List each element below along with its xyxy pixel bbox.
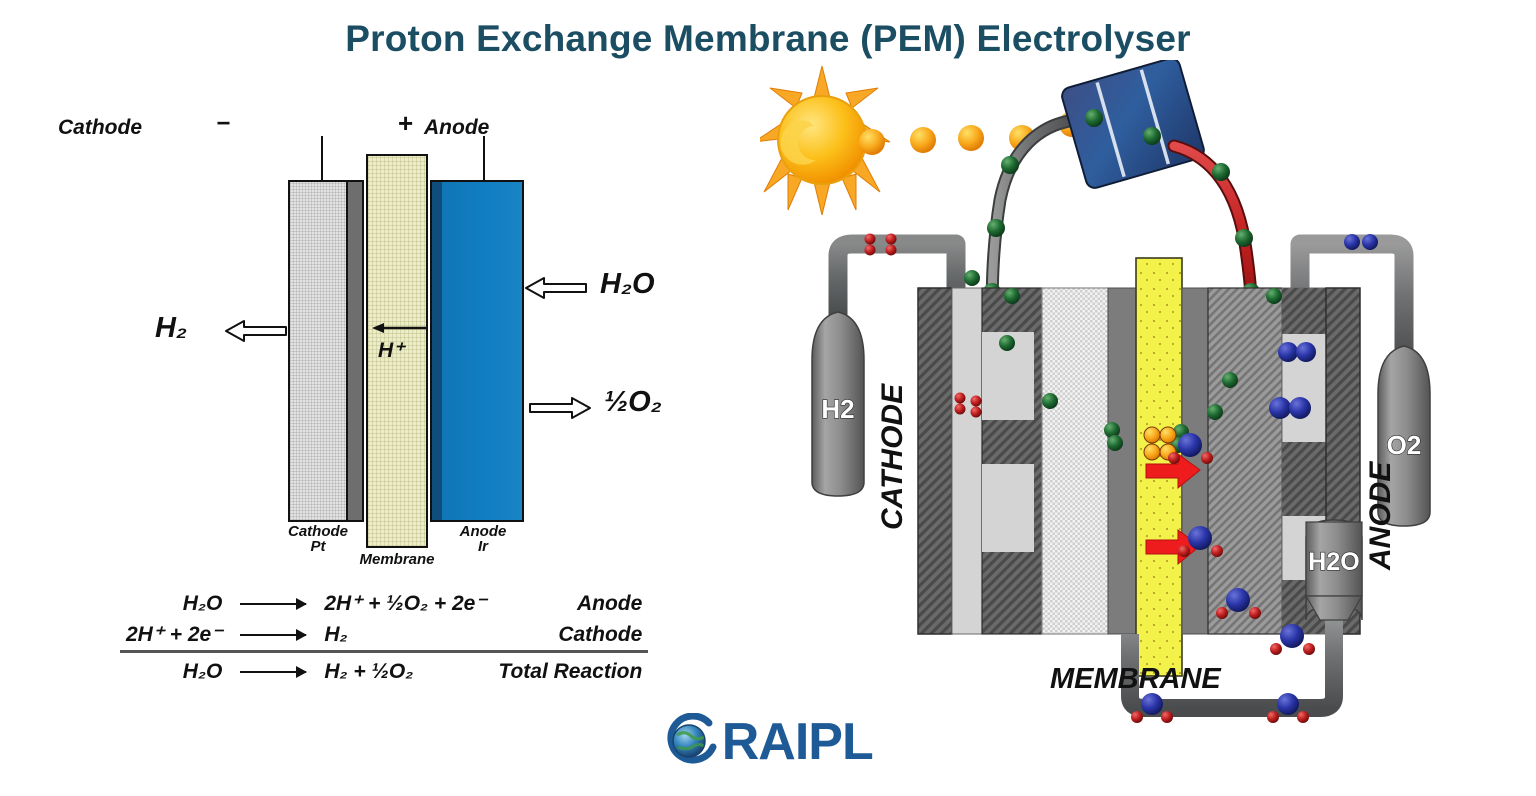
- solar-panel: [1061, 57, 1205, 189]
- hydrogen-molecules-pipe: [864, 233, 897, 256]
- globe-icon: [667, 712, 717, 764]
- cathode-sign-label: −: [216, 110, 231, 137]
- oxygen-pipe: [1290, 234, 1414, 360]
- proton-migration-arrow: [372, 323, 426, 333]
- membrane-layer: [366, 154, 428, 548]
- equation-arrow-icon: [228, 650, 319, 687]
- cathode-channel: [951, 287, 983, 635]
- hydrogen-molecules-cathode: [954, 392, 982, 418]
- equation-side-label: Cathode: [558, 622, 643, 646]
- oxygen-outlet-label: ½O₂: [604, 386, 662, 418]
- equation-rhs: 2H⁺ + ½O₂ + 2e⁻: [324, 592, 487, 615]
- electrolyser-illustration: H2 O2: [753, 57, 1536, 760]
- hydrogen-outlet-label: H₂: [155, 312, 188, 344]
- cathode-end-plate: [917, 287, 953, 635]
- membrane-bottom-label: Membrane: [359, 551, 435, 568]
- hydrogen-tank: [811, 311, 865, 497]
- cathode-diffusion-layer: [1041, 287, 1109, 635]
- anode-sign-label: +: [398, 108, 414, 138]
- equation-lhs: H₂O: [120, 650, 229, 687]
- equation-side-label: Anode: [576, 591, 643, 615]
- hydrogen-pipe: [828, 234, 966, 320]
- oxygen-molecules-anode: [1269, 342, 1316, 419]
- cathode-top-label: Cathode: [58, 116, 142, 139]
- logo-text: RAIPL: [721, 713, 874, 771]
- cathode-catalyst-band: [1107, 287, 1137, 635]
- water-feed-pipe: [1121, 612, 1343, 717]
- reaction-equations: H₂O 2H⁺ + ½O₂ + 2e⁻ Anode 2H⁺ + 2e⁻ H₂ Cathod…: [120, 588, 700, 687]
- oxygen-tank-label: O2: [1387, 430, 1422, 460]
- sun-icon: [753, 65, 891, 216]
- anode-layer: [442, 180, 524, 522]
- anode-top-label: Anode: [424, 116, 490, 139]
- electrolyser-svg: H2 O2: [753, 57, 1431, 723]
- water-inlet-arrow: [525, 277, 587, 299]
- water-molecules-anode: [1168, 433, 1315, 655]
- electrolyser-stack: [917, 257, 1361, 677]
- membrane-stack-label: MEMBRANE: [1050, 663, 1222, 695]
- equation-row: 2H⁺ + 2e⁻ H₂ Cathode: [120, 619, 648, 652]
- oxygen-tank: [1377, 345, 1431, 527]
- anode-catalyst-layer: [430, 180, 442, 522]
- oxygen-outlet-arrow: [529, 397, 591, 419]
- equation-arrow-icon: [228, 588, 318, 619]
- anode-bottom-label: Anode Ir: [459, 523, 507, 556]
- oxygen-molecules-pipe: [1344, 234, 1378, 250]
- cathode-stack-label: CATHODE: [876, 383, 909, 530]
- equation-lhs: 2H⁺ + 2e⁻: [126, 623, 223, 646]
- hydrogen-outlet-arrow: [225, 320, 287, 342]
- cathode-bottom-label: Cathode Pt: [288, 523, 348, 556]
- equation-arrow-icon: [228, 619, 318, 652]
- anode-lead: [483, 136, 485, 182]
- hydrogen-tank-label: H2: [821, 394, 854, 424]
- equation-lhs: H₂O: [182, 591, 223, 615]
- equation-side-label: Total Reaction: [492, 650, 649, 687]
- water-inlet-label: H₂O: [600, 268, 655, 300]
- photon-particles: [859, 111, 1085, 155]
- equation-row: H₂O 2H⁺ + ½O₂ + 2e⁻ Anode: [120, 588, 648, 619]
- anode-stack-label: ANODE: [1364, 461, 1397, 571]
- cathode-layer: [288, 180, 348, 522]
- water-tank-label: H2O: [1308, 548, 1359, 576]
- cathode-catalyst-layer: [348, 180, 364, 522]
- equation-rhs: H₂ + ½O₂: [318, 650, 493, 687]
- page-title: Proton Exchange Membrane (PEM) Electroly…: [345, 18, 1191, 59]
- equation-rhs: H₂: [324, 622, 348, 646]
- brand-logo: RAIPL: [0, 712, 1536, 772]
- anode-flow-field: [1207, 287, 1283, 635]
- cathode-lead: [321, 136, 323, 182]
- proton-label: H⁺: [378, 339, 405, 362]
- water-tank: [1304, 519, 1364, 621]
- pem-cell-schematic: Cathode − + Anode H₂O H₂ ½O₂ H⁺ Cathode …: [0, 90, 720, 710]
- water-molecules-pipe: [1131, 693, 1309, 723]
